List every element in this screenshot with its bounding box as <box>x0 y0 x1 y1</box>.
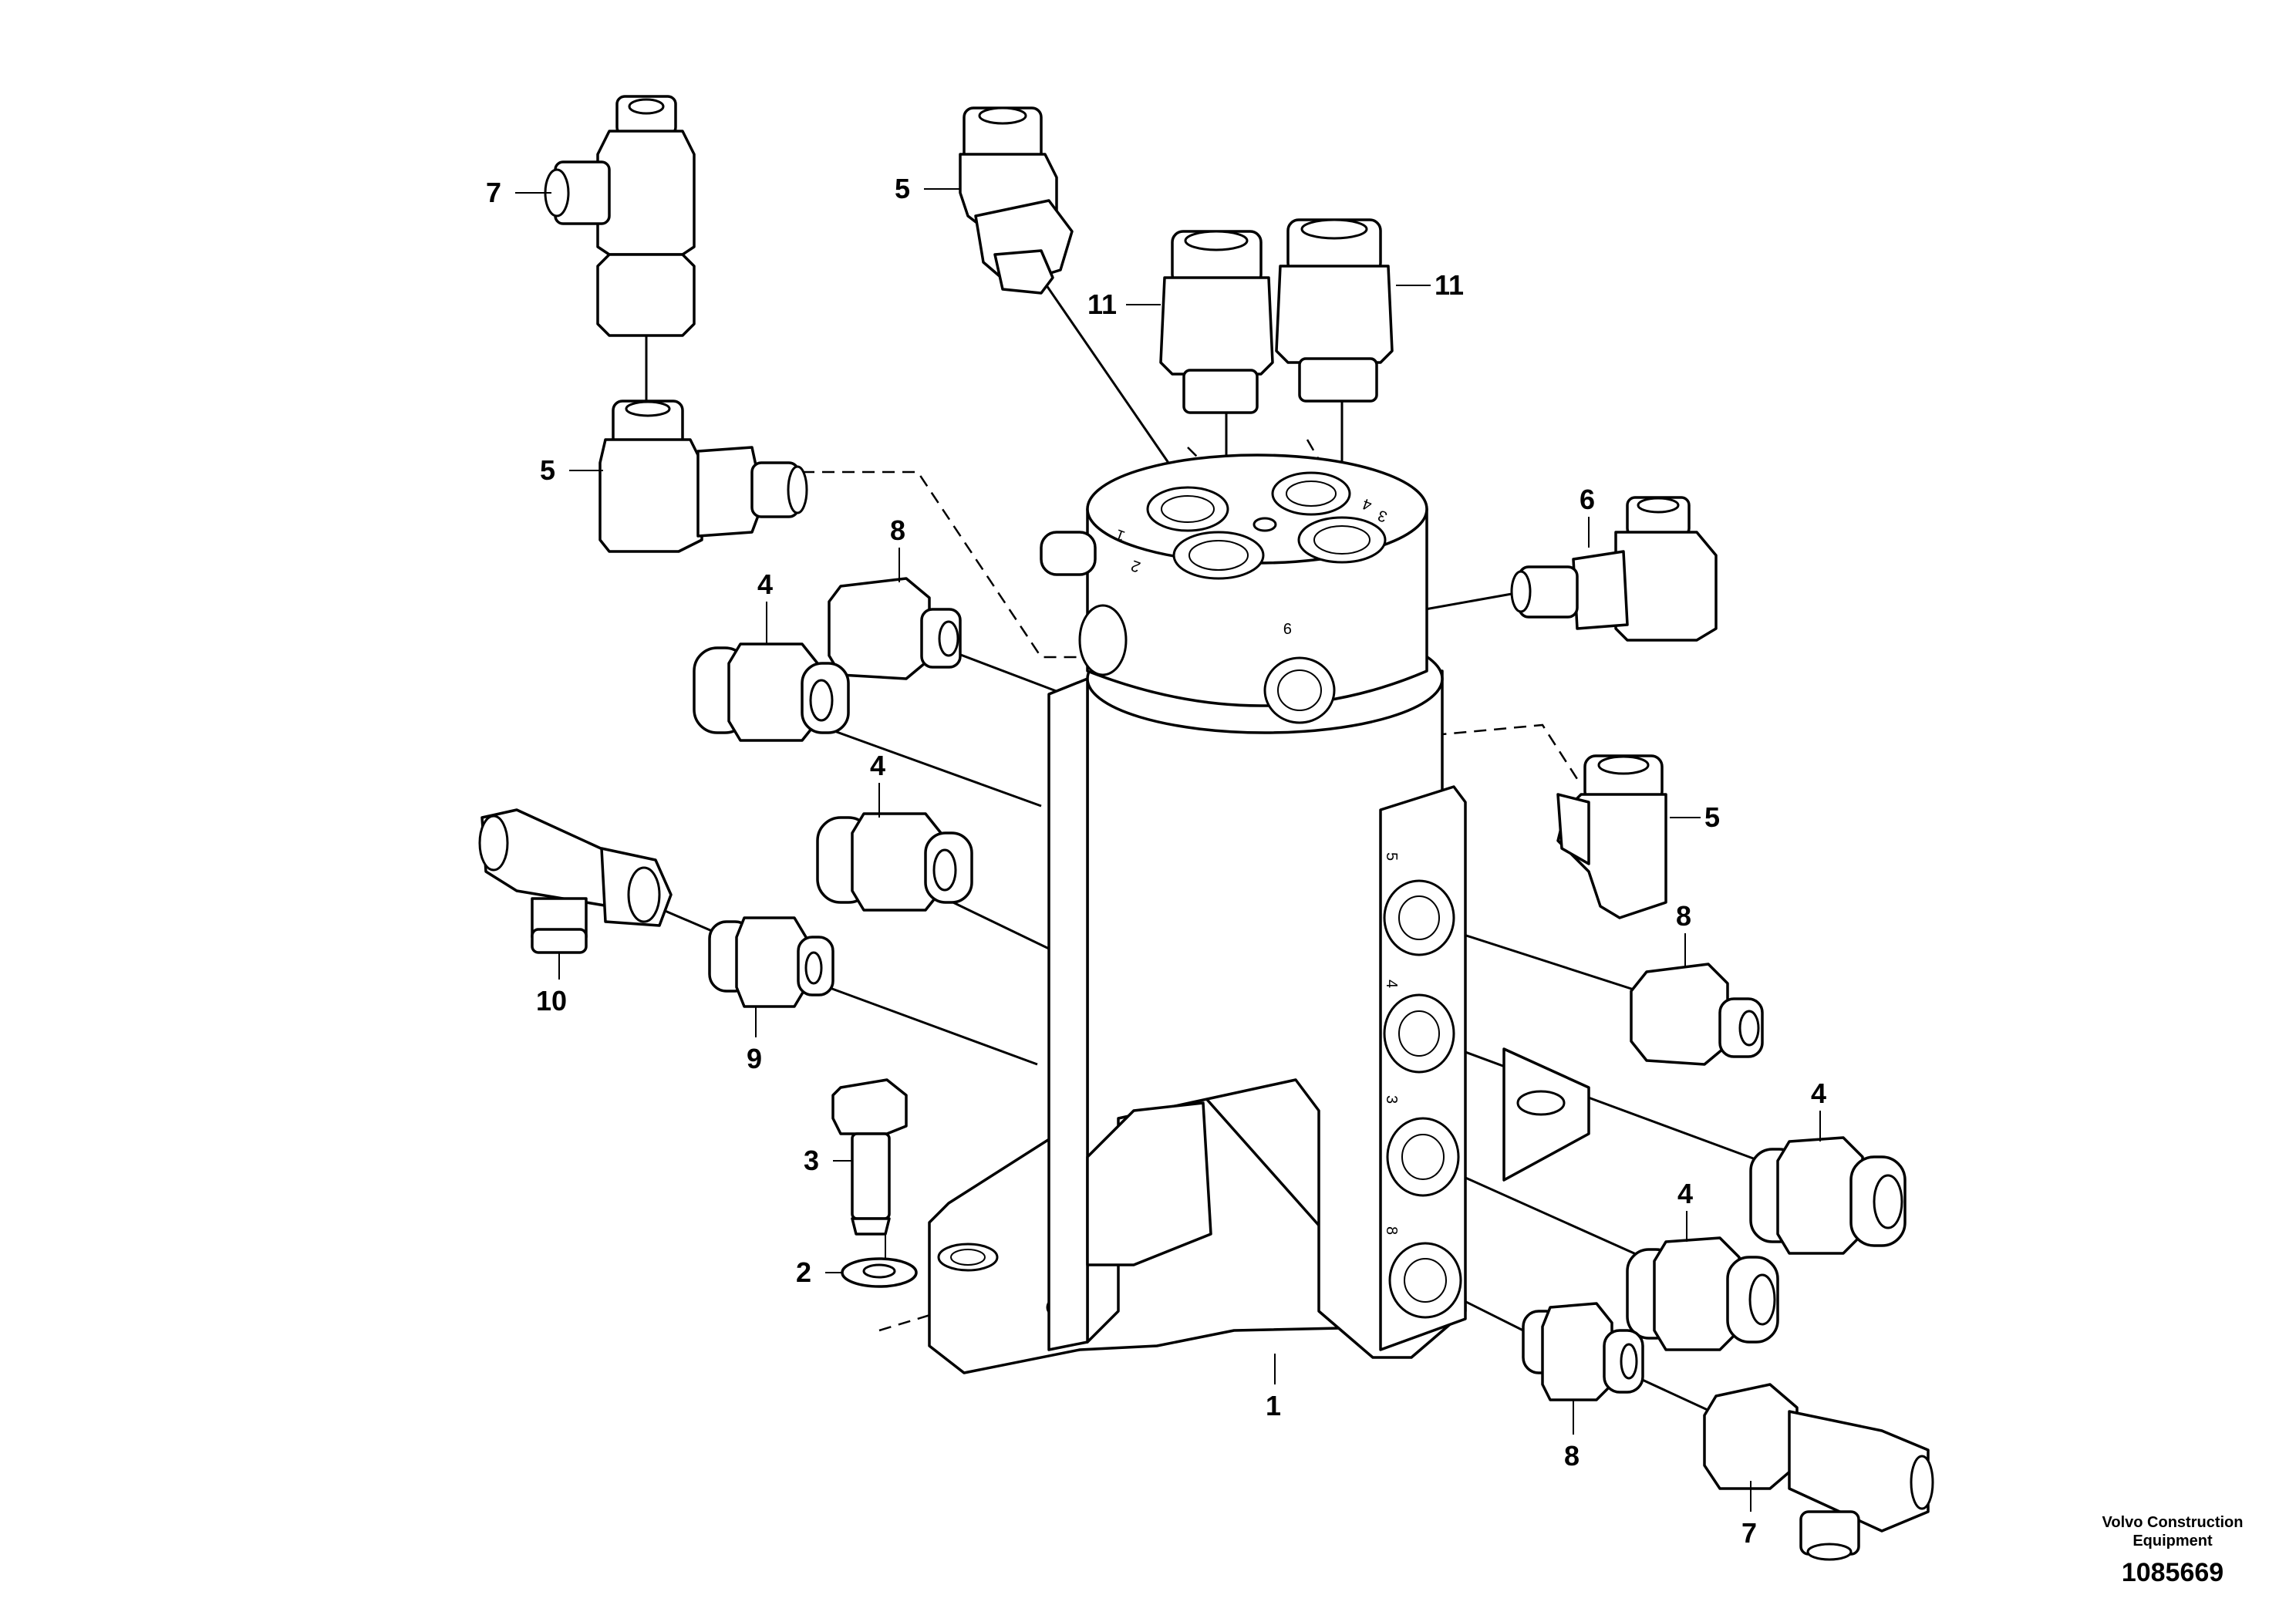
callout-1: 1 <box>1266 1390 1281 1421</box>
swivel-joint-body: 1 2 3 4 9 5 4 3 8 <box>928 454 1590 1374</box>
port-mark-side-9: 9 <box>1283 619 1292 636</box>
figure-footer: Volvo Construction Equipment 1085669 <box>2102 1514 2244 1587</box>
elbow-fitting-6 <box>1510 496 1718 642</box>
brand-line-1: Volvo Construction <box>2102 1514 2244 1531</box>
callout-8-top: 8 <box>890 514 905 546</box>
callout-8-bottom: 8 <box>1564 1440 1580 1472</box>
callout-ticks <box>515 188 1821 1512</box>
callout-4-middle: 4 <box>870 750 885 781</box>
callout-7-top: 7 <box>486 177 501 208</box>
callout-2: 2 <box>796 1256 811 1288</box>
connector-4-right-lower <box>1626 1236 1779 1351</box>
washer-2 <box>841 1257 918 1288</box>
callout-8-right: 8 <box>1676 900 1691 932</box>
tee-fitting-7-bottom <box>1703 1383 1934 1561</box>
plug-8-right <box>1630 963 1764 1066</box>
tee-fitting-10 <box>478 808 673 980</box>
fitting-11-left <box>1159 230 1274 414</box>
elbow-fitting-5-middle <box>598 400 808 553</box>
callout-3: 3 <box>804 1145 819 1176</box>
callout-labels: 7 5 11 11 5 6 8 4 4 5 8 10 9 3 4 2 4 1 8… <box>486 173 1826 1549</box>
callout-5-top: 5 <box>895 173 910 204</box>
callout-9: 9 <box>747 1043 762 1074</box>
elbow-fitting-5-top <box>959 106 1074 295</box>
callout-7-bottom: 7 <box>1741 1517 1757 1549</box>
bolt-3 <box>831 1078 908 1236</box>
port-mark-face-8: 8 <box>1383 1226 1400 1235</box>
plug-8-top <box>828 577 962 680</box>
elbow-fitting-5-right <box>1556 754 1667 919</box>
connector-4-right-upper <box>1749 1136 1907 1255</box>
connector-9 <box>708 916 834 1008</box>
callout-6: 6 <box>1580 484 1595 515</box>
callout-4-right-upper: 4 <box>1811 1077 1826 1109</box>
plug-8-bottom <box>1522 1302 1644 1401</box>
callout-5-middle: 5 <box>540 454 555 486</box>
port-mark-face-5: 5 <box>1383 852 1400 861</box>
tee-fitting-7-top <box>544 95 696 337</box>
connector-4-upper <box>693 642 850 742</box>
callout-10: 10 <box>536 985 567 1017</box>
callout-4-right-lower: 4 <box>1677 1178 1693 1209</box>
port-mark-face-4: 4 <box>1383 980 1400 988</box>
port-mark-face-3: 3 <box>1383 1095 1400 1104</box>
callout-5-right: 5 <box>1704 801 1720 833</box>
fitting-11-right <box>1275 218 1394 403</box>
figure-number: 1085669 <box>2122 1558 2224 1587</box>
callout-11-right: 11 <box>1435 269 1464 301</box>
callout-4-upper: 4 <box>757 568 773 600</box>
callout-11-left: 11 <box>1087 288 1117 320</box>
brand-line-2: Equipment <box>2132 1533 2213 1549</box>
connector-4-middle <box>816 812 973 912</box>
